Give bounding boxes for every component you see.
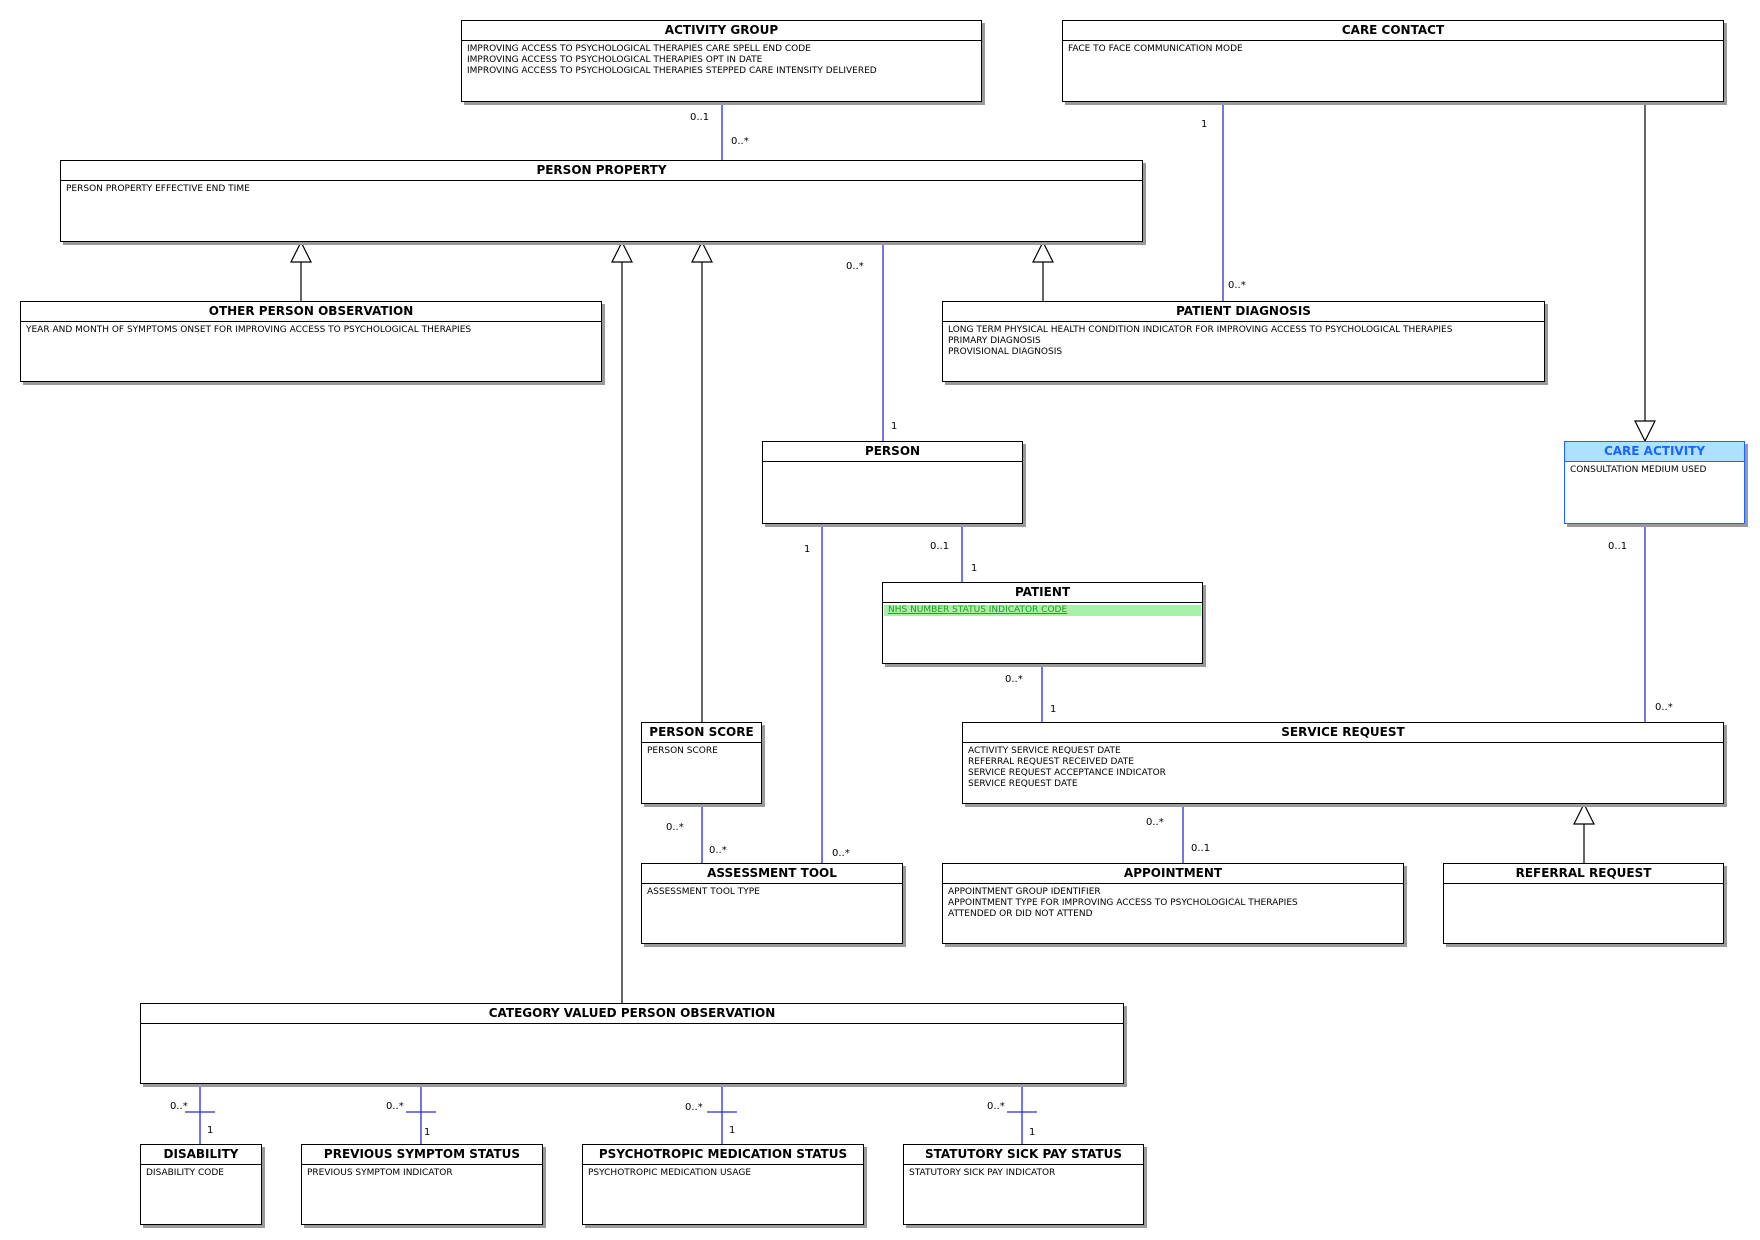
entity-attribute: SERVICE REQUEST ACCEPTANCE INDICATOR	[968, 768, 1166, 778]
multiplicity-label: 0..*	[731, 136, 749, 147]
entity-title: CARE CONTACT	[1063, 21, 1723, 41]
entity-statutory-sick-pay-status[interactable]: STATUTORY SICK PAY STATUS STATUTORY SICK…	[903, 1144, 1144, 1225]
entity-attribute: PRIMARY DIAGNOSIS	[948, 336, 1041, 346]
multiplicity-label: 0..*	[666, 822, 684, 833]
entity-title: STATUTORY SICK PAY STATUS	[904, 1145, 1143, 1165]
entity-attribute: PERSON SCORE	[647, 746, 718, 756]
entity-title: PERSON SCORE	[642, 723, 761, 743]
entity-disability[interactable]: DISABILITY DISABILITY CODE	[140, 1144, 262, 1225]
entity-title: PERSON PROPERTY	[61, 161, 1142, 181]
entity-attribute-highlighted: NHS NUMBER STATUS INDICATOR CODE	[884, 605, 1201, 616]
entity-title: PATIENT	[883, 583, 1202, 603]
entity-attribute: YEAR AND MONTH OF SYMPTOMS ONSET FOR IMP…	[26, 325, 472, 335]
multiplicity-label: 0..*	[832, 848, 850, 859]
entity-previous-symptom-status[interactable]: PREVIOUS SYMPTOM STATUS PREVIOUS SYMPTOM…	[301, 1144, 543, 1225]
multiplicity-label: 1	[1050, 704, 1057, 715]
entity-attribute: LONG TERM PHYSICAL HEALTH CONDITION INDI…	[948, 325, 1453, 335]
entity-person-score[interactable]: PERSON SCORE PERSON SCORE	[641, 722, 762, 804]
gen-arrowhead-referral	[1573, 802, 1595, 825]
entity-attribute: STATUTORY SICK PAY INDICATOR	[909, 1168, 1056, 1178]
entity-referral-request[interactable]: REFERRAL REQUEST	[1443, 863, 1724, 944]
multiplicity-label: 1	[891, 421, 898, 432]
entity-person[interactable]: PERSON	[762, 441, 1023, 524]
multiplicity-label: 0..*	[1005, 674, 1023, 685]
entity-psychotropic-medication-status[interactable]: PSYCHOTROPIC MEDICATION STATUS PSYCHOTRO…	[582, 1144, 864, 1225]
entity-activity-group[interactable]: ACTIVITY GROUP IMPROVING ACCESS TO PSYCH…	[461, 20, 982, 102]
multiplicity-label: 0..*	[1228, 280, 1246, 291]
entity-appointment[interactable]: APPOINTMENT APPOINTMENT GROUP IDENTIFIER…	[942, 863, 1404, 944]
entity-title: CARE ACTIVITY	[1565, 442, 1744, 462]
entity-title: PSYCHOTROPIC MEDICATION STATUS	[583, 1145, 863, 1165]
multiplicity-label: 1	[207, 1125, 214, 1136]
entity-title: ACTIVITY GROUP	[462, 21, 981, 41]
entity-attribute: ACTIVITY SERVICE REQUEST DATE	[968, 746, 1121, 756]
entity-attribute: PROVISIONAL DIAGNOSIS	[948, 347, 1063, 357]
multiplicity-label: 0..*	[987, 1101, 1005, 1112]
multiplicity-label: 0..*	[1655, 702, 1673, 713]
multiplicity-label: 0..*	[170, 1101, 188, 1112]
multiplicity-label: 1	[424, 1127, 431, 1138]
entity-attribute: ATTENDED OR DID NOT ATTEND	[948, 909, 1093, 919]
entity-title: ASSESSMENT TOOL	[642, 864, 902, 884]
gen-arrowhead-patientdiagnosis	[1032, 240, 1054, 263]
entity-attribute: IMPROVING ACCESS TO PSYCHOLOGICAL THERAP…	[467, 44, 811, 54]
entity-attribute: APPOINTMENT GROUP IDENTIFIER	[948, 887, 1101, 897]
entity-attribute: ASSESSMENT TOOL TYPE	[647, 887, 760, 897]
entity-care-activity[interactable]: CARE ACTIVITY CONSULTATION MEDIUM USED	[1564, 441, 1745, 524]
multiplicity-label: 0..1	[690, 112, 710, 123]
multiplicity-label: 0..*	[709, 845, 727, 856]
entity-title: APPOINTMENT	[943, 864, 1403, 884]
entity-category-valued-person-observation[interactable]: CATEGORY VALUED PERSON OBSERVATION	[140, 1003, 1124, 1084]
entity-title: CATEGORY VALUED PERSON OBSERVATION	[141, 1004, 1123, 1024]
entity-attribute: APPOINTMENT TYPE FOR IMPROVING ACCESS TO…	[948, 898, 1298, 908]
entity-other-person-observation[interactable]: OTHER PERSON OBSERVATION YEAR AND MONTH …	[20, 301, 602, 382]
multiplicity-label: 0..*	[685, 1102, 703, 1113]
entity-attribute: PERSON PROPERTY EFFECTIVE END TIME	[66, 184, 250, 194]
entity-attribute: SERVICE REQUEST DATE	[968, 779, 1078, 789]
entity-patient-diagnosis[interactable]: PATIENT DIAGNOSIS LONG TERM PHYSICAL HEA…	[942, 301, 1545, 382]
gen-arrowhead-personscore	[691, 240, 713, 263]
gen-arrowhead-careactivity	[1634, 420, 1656, 443]
entity-title: PATIENT DIAGNOSIS	[943, 302, 1544, 322]
entity-title: SERVICE REQUEST	[963, 723, 1723, 743]
entity-title: PERSON	[763, 442, 1022, 462]
multiplicity-label: 1	[971, 563, 978, 574]
multiplicity-label: 0..1	[1191, 843, 1211, 854]
multiplicity-label: 0..1	[930, 541, 950, 552]
entity-person-property[interactable]: PERSON PROPERTY PERSON PROPERTY EFFECTIV…	[60, 160, 1143, 242]
entity-attribute: IMPROVING ACCESS TO PSYCHOLOGICAL THERAP…	[467, 55, 763, 65]
entity-attribute: PSYCHOTROPIC MEDICATION USAGE	[588, 1168, 752, 1178]
entity-care-contact[interactable]: CARE CONTACT FACE TO FACE COMMUNICATION …	[1062, 20, 1724, 102]
multiplicity-label: 0..*	[386, 1101, 404, 1112]
entity-title: REFERRAL REQUEST	[1444, 864, 1723, 884]
entity-patient[interactable]: PATIENT NHS NUMBER STATUS INDICATOR CODE	[882, 582, 1203, 664]
entity-attribute: CONSULTATION MEDIUM USED	[1570, 465, 1707, 475]
entity-service-request[interactable]: SERVICE REQUEST ACTIVITY SERVICE REQUEST…	[962, 722, 1724, 804]
multiplicity-label: 1	[729, 1125, 736, 1136]
entity-title: OTHER PERSON OBSERVATION	[21, 302, 601, 322]
entity-attribute: PREVIOUS SYMPTOM INDICATOR	[307, 1168, 453, 1178]
entity-attribute: IMPROVING ACCESS TO PSYCHOLOGICAL THERAP…	[467, 66, 877, 76]
gen-arrowhead-cvpo	[611, 240, 633, 263]
entity-title: PREVIOUS SYMPTOM STATUS	[302, 1145, 542, 1165]
multiplicity-label: 1	[804, 544, 811, 555]
multiplicity-label: 1	[1029, 1127, 1036, 1138]
entity-attribute: DISABILITY CODE	[146, 1168, 224, 1178]
multiplicity-label: 0..1	[1608, 541, 1628, 552]
multiplicity-label: 1	[1201, 119, 1208, 130]
entity-attribute: FACE TO FACE COMMUNICATION MODE	[1068, 44, 1243, 54]
multiplicity-label: 0..*	[846, 261, 864, 272]
entity-assessment-tool[interactable]: ASSESSMENT TOOL ASSESSMENT TOOL TYPE	[641, 863, 903, 944]
entity-title: DISABILITY	[141, 1145, 261, 1165]
gen-arrowhead-otherobs	[290, 240, 312, 263]
entity-attribute: REFERRAL REQUEST RECEIVED DATE	[968, 757, 1134, 767]
multiplicity-label: 0..*	[1146, 817, 1164, 828]
